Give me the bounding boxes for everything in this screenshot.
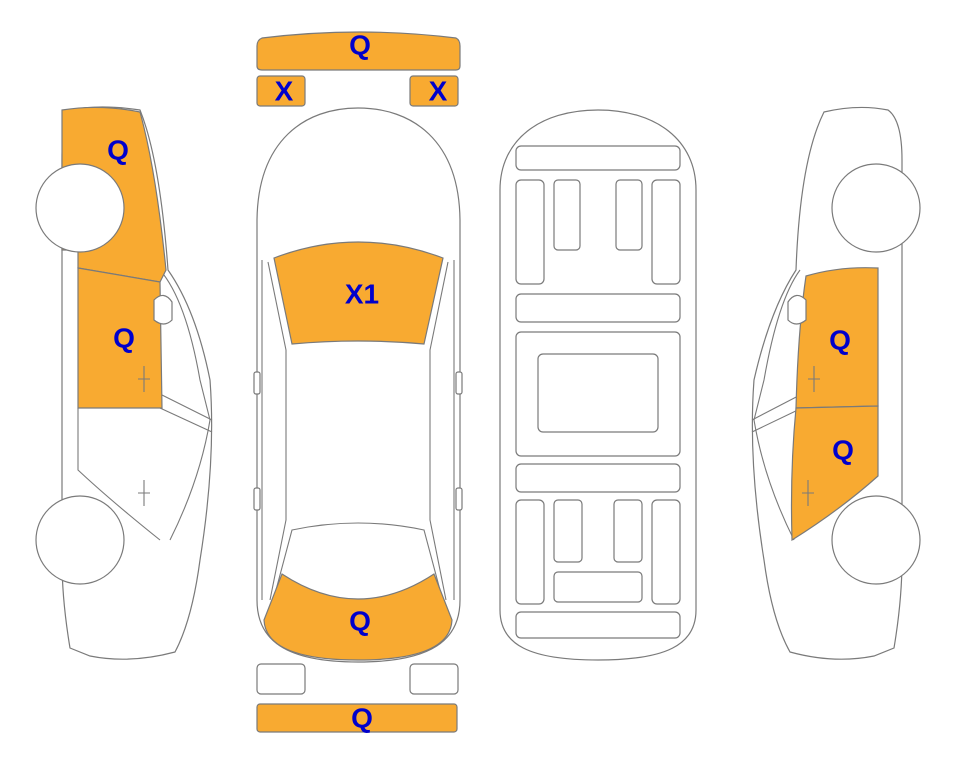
- right-rear-wheel: [831, 495, 921, 585]
- underbody-rear-bar: [515, 611, 681, 639]
- left-side-belt-line: [159, 393, 213, 421]
- underbody-rear-right-rail: [651, 499, 681, 605]
- front-bumper-panel[interactable]: [256, 31, 461, 71]
- left-side-belt-line-2: [159, 407, 213, 433]
- car-left-side-view: [35, 106, 213, 660]
- rear-trunk-label: Q: [349, 605, 371, 636]
- front-bumper-label: Q: [349, 29, 371, 60]
- car-right-side-view: [751, 106, 921, 660]
- underbody-center-panel: [537, 353, 659, 433]
- underbody-front-bar: [515, 145, 681, 171]
- underbody-front-left-rail: [515, 179, 545, 285]
- underbody-rear-right-inner: [613, 499, 643, 563]
- rear-trunk-panel[interactable]: [263, 573, 453, 661]
- left-rear-wheel: [35, 495, 125, 585]
- top-view-right-window-line: [429, 261, 449, 601]
- underbody-rear-left-rail: [515, 499, 545, 605]
- car-underbody-view: [499, 109, 697, 661]
- rear-bumper-label: Q: [351, 702, 373, 733]
- top-view-left-mirror-rear: [253, 487, 261, 511]
- front-right-headlight-panel[interactable]: [409, 75, 459, 107]
- right-rear-door-panel[interactable]: [790, 405, 879, 542]
- top-view-left-window-line: [267, 261, 287, 601]
- right-side-belt-line-2: [751, 407, 803, 433]
- left-side-rear-door-line: [77, 408, 161, 541]
- left-side-window-line: [159, 269, 211, 541]
- left-front-door-label: Q: [113, 322, 135, 353]
- top-view-left-mirror: [253, 371, 261, 395]
- right-front-wheel: [831, 163, 921, 253]
- front-left-headlight-label: X: [275, 75, 294, 106]
- underbody-crossmember-1: [515, 293, 681, 323]
- windshield-label: X1: [345, 278, 379, 309]
- right-rear-door-handle: [802, 480, 814, 506]
- underbody-front-left-inner: [553, 179, 581, 251]
- right-side-belt-line: [751, 393, 803, 421]
- rear-right-light[interactable]: [409, 663, 459, 695]
- left-side-mirror: [153, 294, 173, 325]
- top-view-right-mirror-rear: [455, 487, 463, 511]
- rear-bumper-panel[interactable]: [256, 703, 458, 733]
- left-front-fender-label: Q: [107, 134, 129, 165]
- right-side-window-line: [753, 269, 801, 541]
- front-right-headlight-label: X: [429, 75, 448, 106]
- underbody-front-right-rail: [651, 179, 681, 285]
- right-rear-door-label: Q: [832, 434, 854, 465]
- car-top-view: [253, 107, 463, 663]
- top-view-body: [256, 107, 461, 663]
- front-left-headlight-panel[interactable]: [256, 75, 306, 107]
- right-side-mirror: [787, 294, 807, 325]
- right-front-door-handle: [808, 366, 820, 392]
- top-view-right-mirror: [455, 371, 463, 395]
- underbody-crossmember-2: [515, 463, 681, 493]
- windshield-panel[interactable]: [273, 241, 444, 345]
- right-front-door-label: Q: [829, 324, 851, 355]
- left-front-door-handle: [138, 366, 150, 392]
- rear-left-light[interactable]: [256, 663, 306, 695]
- underbody-rear-box: [553, 571, 643, 603]
- underbody-rear-left-inner: [553, 499, 583, 563]
- left-rear-door-handle: [138, 480, 150, 506]
- left-front-wheel: [35, 163, 125, 253]
- underbody-front-right-inner: [615, 179, 643, 251]
- left-front-door-panel[interactable]: [77, 267, 163, 409]
